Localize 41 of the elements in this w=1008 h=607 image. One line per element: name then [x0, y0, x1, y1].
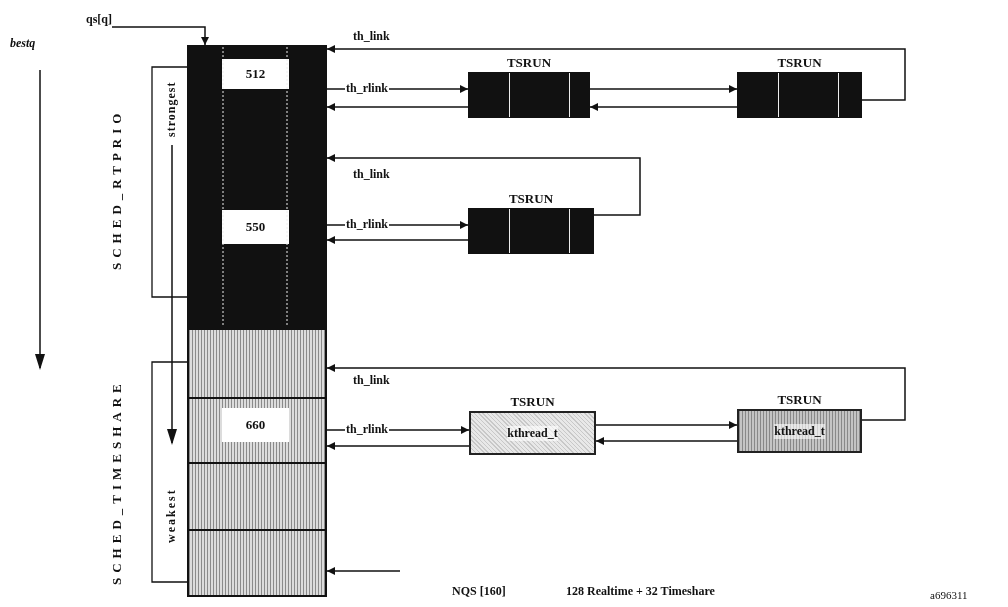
- thread-box: [469, 411, 596, 455]
- arrow: [111, 26, 209, 46]
- priority-number: 550: [222, 210, 289, 244]
- arrow: [326, 103, 469, 111]
- edge-label: th_link: [352, 374, 391, 386]
- arrow: [326, 567, 401, 575]
- pointer-label: bestq: [10, 37, 36, 49]
- queue-array-bar: [187, 45, 327, 597]
- edge-label: th_link: [352, 30, 391, 42]
- priority-number: 512: [222, 59, 289, 89]
- pointer-label: qs[q]: [60, 12, 112, 30]
- arrow: [589, 103, 738, 111]
- state-label: TSRUN: [506, 192, 556, 205]
- priority-label: weakest: [165, 488, 177, 543]
- arrow: [326, 236, 469, 244]
- arrow: [326, 442, 470, 450]
- arrow: [326, 154, 641, 216]
- state-label: TSRUN: [774, 56, 825, 69]
- figure-id: a696311: [930, 590, 968, 601]
- thread-type-text: kthread_t: [507, 425, 558, 441]
- thread-box: [468, 208, 594, 254]
- thread-box: [737, 72, 862, 118]
- thread-type-text: kthread_t: [774, 423, 825, 439]
- state-label: TSRUN: [504, 56, 554, 69]
- array-size-text: NQS [160]: [452, 585, 506, 597]
- arrow: [326, 364, 906, 421]
- arrow: [595, 437, 738, 445]
- description-text: 128 Realtime + 32 Timeshare: [566, 585, 715, 597]
- state-label: TSRUN: [507, 395, 558, 408]
- arrow: [595, 421, 738, 429]
- priority-number: 660: [222, 408, 289, 442]
- arrow: [326, 45, 906, 101]
- arrow: [589, 85, 738, 93]
- thread-box: [468, 72, 590, 118]
- edge-label: th_rlink: [345, 423, 389, 435]
- edge-label: th_rlink: [345, 82, 389, 94]
- edge-label: th_rlink: [345, 218, 389, 230]
- state-label: TSRUN: [774, 393, 825, 406]
- edge-label: th_link: [352, 168, 391, 180]
- thread-box: [737, 409, 862, 453]
- priority-label: strongest: [165, 81, 177, 137]
